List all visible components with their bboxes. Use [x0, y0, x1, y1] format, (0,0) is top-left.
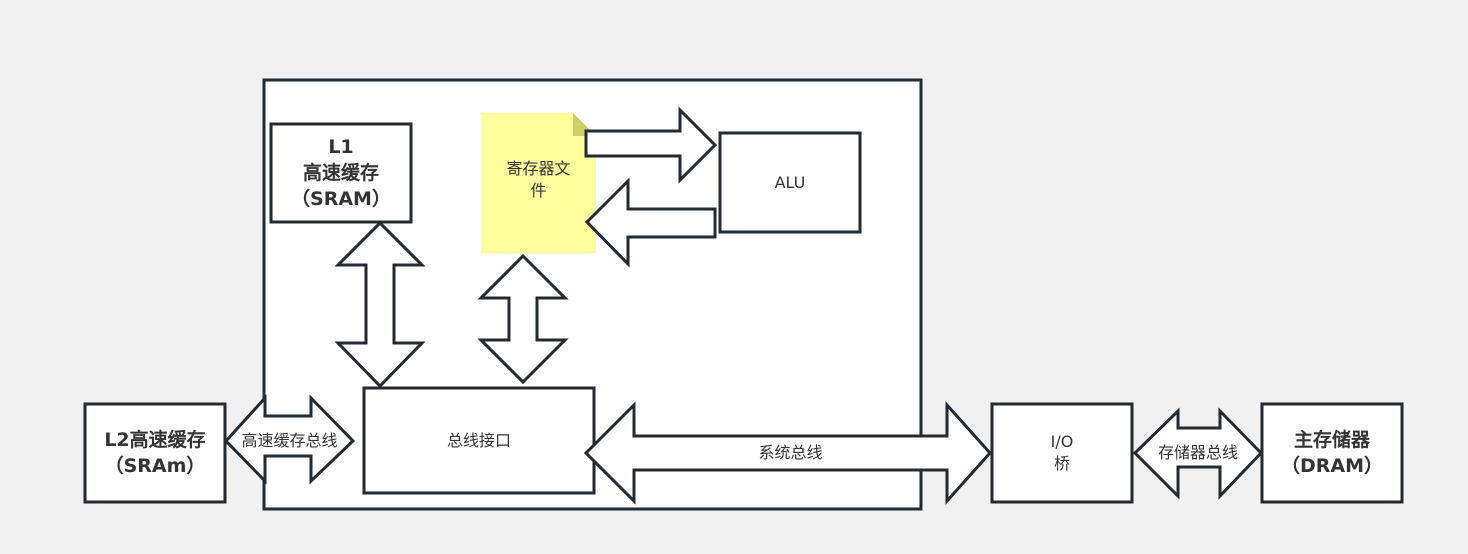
- l2-cache-label-line2: （SRAm）: [104, 455, 206, 477]
- arrow-cache-bus[interactable]: [223, 394, 356, 485]
- l1-cache-label-line2: 高速缓存: [302, 162, 379, 184]
- alu-label: ALU: [774, 172, 806, 192]
- arrow-alu-to-reg[interactable]: [584, 177, 717, 268]
- register-file-label: 寄存器文 件: [506, 159, 571, 200]
- arrow-reg-bus[interactable]: [477, 253, 569, 385]
- cache-bus-label: 高速缓存总线: [241, 431, 338, 450]
- arrow-l1-bus[interactable]: [334, 220, 426, 389]
- main-memory-label-line2: （DRAM）: [1280, 455, 1383, 477]
- bus-interface-box[interactable]: [362, 386, 596, 495]
- main-memory-label: 主存储器 （DRAM）: [1262, 404, 1402, 502]
- alu-box[interactable]: [718, 131, 862, 234]
- main-memory-box[interactable]: [1260, 402, 1404, 504]
- l1-cache-label: L1 高速缓存 （SRAM）: [271, 124, 411, 222]
- main-memory-label-line1: 主存储器: [1293, 429, 1370, 451]
- io-bridge-box[interactable]: [990, 402, 1134, 504]
- register-file-note-body: [481, 113, 596, 253]
- l2-cache-label: L2高速缓存 （SRAm）: [85, 404, 225, 502]
- bus-interface-label: 总线接口: [446, 430, 511, 450]
- l1-cache-label-line1: L1: [328, 136, 354, 158]
- system-bus-label: 系统总线: [758, 443, 823, 462]
- l1-cache-label-line3: （SRAM）: [291, 188, 391, 210]
- l1-cache-box[interactable]: [269, 122, 413, 224]
- io-bridge-label: I/O 桥: [1050, 432, 1074, 473]
- memory-bus-label: 存储器总线: [1157, 443, 1238, 462]
- arrow-system-bus[interactable]: [583, 401, 993, 505]
- arrow-reg-to-alu[interactable]: [584, 106, 718, 184]
- l2-cache-label-line1: L2高速缓存: [104, 429, 206, 451]
- l2-cache-box[interactable]: [83, 402, 227, 504]
